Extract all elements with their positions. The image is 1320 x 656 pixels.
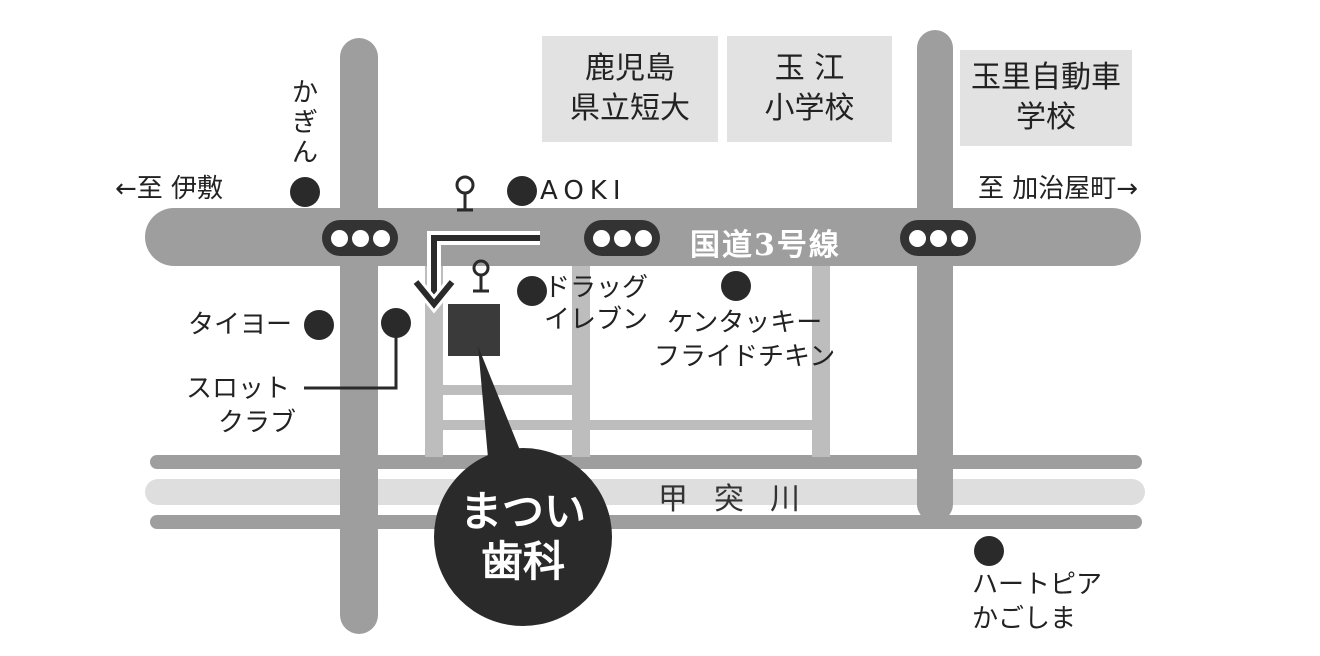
building-label: 学校 (1016, 100, 1076, 135)
river-label: 甲突川 (658, 482, 826, 517)
traffic-signal-icon (584, 220, 660, 256)
slot-club-leader-line (304, 324, 398, 390)
direction-west: ←至 伊敷 (115, 174, 224, 204)
side-street (425, 385, 590, 395)
side-street (425, 262, 443, 457)
landmark-label: イレブン (544, 305, 649, 335)
building-label: 小学校 (764, 91, 855, 126)
landmark-dot-icon (721, 271, 751, 301)
direction-east: 至 加治屋町→ (978, 174, 1139, 204)
river (145, 479, 1145, 505)
bus-stop-icon (472, 259, 490, 293)
landmark-kagin: か ぎ ん (291, 78, 318, 168)
building-label: 玉 江 (774, 51, 845, 86)
landmark-aoki: AOKI (540, 176, 627, 206)
clinic-callout-pointer (478, 346, 532, 480)
landmark-label: ハートピア (972, 570, 1103, 600)
landmark-dot-icon (517, 276, 547, 306)
traffic-signal-icon (322, 220, 398, 256)
building-label: 玉里自動車 (971, 60, 1121, 95)
landmark-kentucky: ケンタッキー フライドチキン (654, 306, 835, 374)
landmark-dot-icon (974, 536, 1004, 566)
landmark-label: スロット (186, 374, 291, 404)
landmark-dot-icon (290, 177, 320, 207)
vertical-road-east (917, 30, 953, 522)
landmark-label: ケンタッキー (667, 308, 823, 338)
side-street (572, 262, 590, 457)
landmark-dot-icon (507, 176, 537, 206)
clinic-building (448, 304, 500, 356)
route-label: 国道3号線 (690, 228, 841, 263)
landmark-heart-pia: ハートピア かごしま (972, 568, 1102, 636)
building-tamae-school: 玉 江 小学校 (727, 36, 892, 142)
river-bank-north (150, 455, 1142, 469)
landmark-label: クラブ (218, 408, 297, 438)
clinic-name: 歯科 (480, 537, 565, 586)
building-kenritsu-tandai: 鹿児島 県立短大 (542, 36, 718, 142)
side-street (812, 262, 830, 457)
bus-stop-icon (455, 175, 475, 212)
landmark-dot-icon (304, 310, 334, 340)
building-label: 県立短大 (570, 91, 690, 126)
landmark-label: フライドチキン (654, 342, 836, 372)
landmark-taiyo: タイヨー (188, 310, 293, 340)
river-bank-south (150, 515, 1142, 529)
landmark-label: ドラッグ (544, 273, 649, 303)
traffic-signal-icon (900, 220, 976, 256)
building-driving-school: 玉里自動車 学校 (960, 50, 1132, 146)
clinic-marker: まつい 歯科 (434, 448, 612, 626)
vertical-road-west (340, 38, 378, 634)
direction-arrow-icon (410, 231, 540, 314)
landmark-label: かごしま (972, 604, 1077, 634)
side-street (590, 420, 812, 430)
landmark-slot-club: スロット クラブ (186, 372, 296, 440)
landmark-drug-eleven: ドラッグ イレブン (544, 272, 648, 336)
clinic-name: まつい (459, 487, 586, 536)
building-label: 鹿児島 (585, 51, 675, 86)
